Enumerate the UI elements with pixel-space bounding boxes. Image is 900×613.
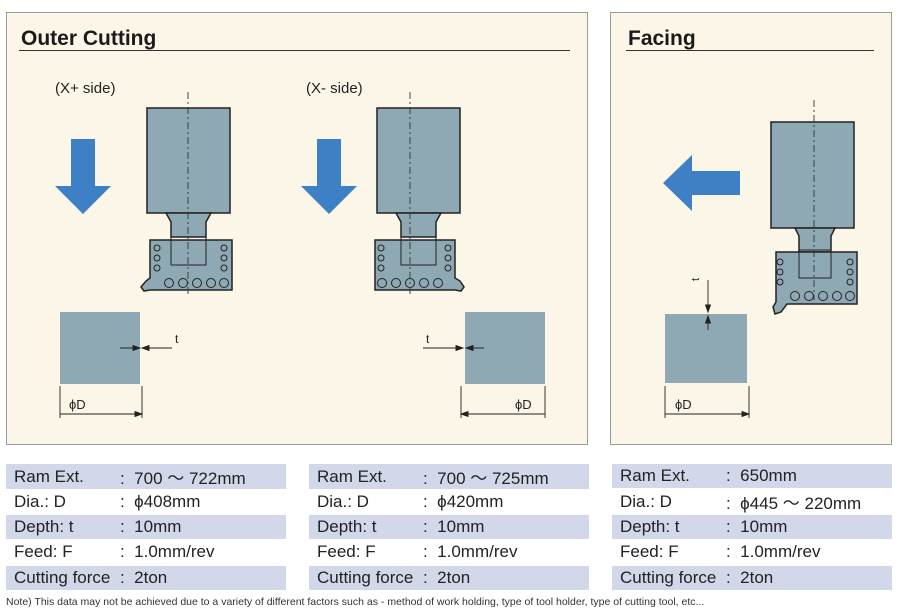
depth-dimension-x-plus bbox=[120, 344, 172, 352]
spec-label: Feed: F bbox=[309, 539, 415, 566]
table-row: Dia.: D: ϕ445 ～ 220mm bbox=[612, 488, 892, 516]
spec-label: Ram Ext. bbox=[612, 464, 718, 490]
table-row: Ram Ext.: 700 ～ 722mm bbox=[6, 464, 286, 490]
depth-label-x-plus: t bbox=[175, 332, 179, 346]
spec-label: Dia.: D bbox=[612, 488, 718, 516]
diameter-label-x-minus: ϕD bbox=[515, 397, 532, 412]
diameter-label-facing: ϕD bbox=[675, 397, 692, 412]
table-row: Depth: t: 10mm bbox=[612, 514, 892, 541]
spec-value: : 1.0mm/rev bbox=[718, 539, 892, 566]
machining-diagram: t ϕD t ϕD bbox=[55, 92, 858, 418]
footnote: Note) This data may not be achieved due … bbox=[6, 596, 705, 608]
spec-value: : ϕ408mm bbox=[112, 489, 286, 516]
spec-label: Cutting force bbox=[612, 565, 718, 591]
spec-value: : 700 ～ 722mm bbox=[112, 464, 286, 490]
arrow-down-icon-x-minus bbox=[301, 139, 357, 214]
spec-label: Depth: t bbox=[309, 514, 415, 541]
spec-value: : 650mm bbox=[718, 464, 892, 490]
spec-value: : 10mm bbox=[718, 514, 892, 541]
depth-label-facing: t bbox=[690, 278, 702, 281]
diameter-dimension-facing bbox=[664, 386, 751, 418]
spec-value: : 10mm bbox=[415, 514, 589, 541]
spec-value: : 1.0mm/rev bbox=[415, 539, 589, 566]
table-row: Dia.: D: ϕ420mm bbox=[309, 489, 589, 516]
spec-table-x-plus: Ram Ext.: 700 ～ 722mm Dia.: D: ϕ408mm De… bbox=[6, 464, 286, 591]
spec-label: Feed: F bbox=[612, 539, 718, 566]
table-row: Cutting force: 2ton bbox=[6, 565, 286, 591]
spec-label: Depth: t bbox=[612, 514, 718, 541]
table-row: Dia.: D: ϕ408mm bbox=[6, 489, 286, 516]
spec-value: : ϕ445 ～ 220mm bbox=[718, 488, 892, 516]
spec-value: : 2ton bbox=[415, 565, 589, 591]
spec-value: : 10mm bbox=[112, 514, 286, 541]
diameter-label-x-plus: ϕD bbox=[69, 397, 86, 412]
depth-dimension-facing bbox=[704, 280, 712, 330]
facing-title-rule bbox=[626, 50, 874, 51]
spec-value: : 2ton bbox=[718, 565, 892, 591]
diameter-dimension-x-plus bbox=[59, 386, 144, 418]
x-plus-side-label: (X+ side) bbox=[55, 80, 116, 97]
spec-value: : ϕ420mm bbox=[415, 489, 589, 516]
spec-label: Ram Ext. bbox=[6, 464, 112, 490]
depth-label-x-minus: t bbox=[426, 332, 430, 346]
outer-cutting-title: Outer Cutting bbox=[21, 27, 157, 50]
depth-dimension-x-minus bbox=[423, 344, 484, 352]
spec-table-x-minus: Ram Ext.: 700 ～ 725mm Dia.: D: ϕ420mm De… bbox=[309, 464, 589, 591]
diameter-dimension-x-minus bbox=[459, 386, 546, 418]
table-row: Feed: F: 1.0mm/rev bbox=[612, 539, 892, 566]
arrow-left-icon-facing bbox=[663, 155, 740, 211]
workpiece-facing bbox=[665, 314, 747, 383]
tool-holder-facing bbox=[770, 100, 858, 315]
spec-label: Ram Ext. bbox=[309, 464, 415, 490]
spec-value: : 1.0mm/rev bbox=[112, 539, 286, 566]
spec-label: Cutting force bbox=[309, 565, 415, 591]
facing-title: Facing bbox=[628, 27, 696, 50]
table-row: Depth: t: 10mm bbox=[6, 514, 286, 541]
tool-holder-x-plus bbox=[140, 92, 233, 296]
table-row: Cutting force: 2ton bbox=[309, 565, 589, 591]
spec-label: Cutting force bbox=[6, 565, 112, 591]
table-row: Ram Ext.: 650mm bbox=[612, 464, 892, 490]
spec-label: Depth: t bbox=[6, 514, 112, 541]
spec-value: : 2ton bbox=[112, 565, 286, 591]
spec-value: : 700 ～ 725mm bbox=[415, 464, 589, 490]
table-row: Cutting force: 2ton bbox=[612, 565, 892, 591]
spec-label: Dia.: D bbox=[6, 489, 112, 516]
table-row: Depth: t: 10mm bbox=[309, 514, 589, 541]
table-row: Feed: F: 1.0mm/rev bbox=[309, 539, 589, 566]
arrow-down-icon-x-plus bbox=[55, 139, 111, 214]
outer-cutting-title-rule bbox=[19, 50, 570, 51]
spec-label: Feed: F bbox=[6, 539, 112, 566]
spec-table-facing: Ram Ext.: 650mm Dia.: D: ϕ445 ～ 220mm De… bbox=[612, 464, 892, 591]
x-minus-side-label: (X- side) bbox=[306, 80, 363, 97]
spec-label: Dia.: D bbox=[309, 489, 415, 516]
table-row: Ram Ext.: 700 ～ 725mm bbox=[309, 464, 589, 490]
tool-holder-x-minus bbox=[374, 92, 465, 296]
table-row: Feed: F: 1.0mm/rev bbox=[6, 539, 286, 566]
